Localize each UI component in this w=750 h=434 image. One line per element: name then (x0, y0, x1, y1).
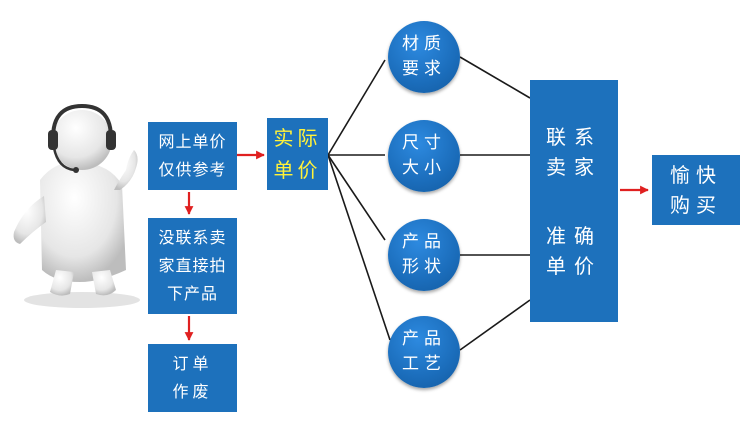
factor-shape-line-2: 形状 (402, 257, 446, 277)
order-void-line-1: 订单 (172, 354, 213, 373)
contact-seller-line-1: 联系 (546, 124, 602, 149)
contact-seller-group: 联系 卖家 (546, 122, 602, 182)
happy-purchase-line-1: 愉快 (670, 163, 722, 187)
happy-purchase-line-2: 购买 (670, 193, 722, 217)
no-contact-line-3: 下产品 (166, 284, 218, 303)
order-void-box: 订单 作废 (148, 344, 237, 412)
accurate-price-group: 准确 单价 (546, 221, 602, 281)
factor-craft-line-1: 产品 (402, 329, 446, 349)
actual-price-line-2: 单价 (273, 158, 322, 182)
accurate-price-line-1: 准确 (546, 223, 602, 248)
reference-price-box: 网上单价 仅供参考 (148, 122, 237, 190)
headset-figure-icon (13, 103, 140, 308)
factor-shape-line-1: 产品 (402, 232, 446, 252)
seller-price-box: 联系 卖家 准确 单价 (530, 80, 618, 322)
factor-size-line-2: 大小 (402, 158, 446, 178)
factor-material-line-2: 要求 (402, 59, 446, 79)
contact-seller-line-2: 卖家 (546, 154, 602, 179)
no-contact-line-2: 家直接拍 (158, 256, 227, 275)
accurate-price-line-2: 单价 (546, 253, 602, 278)
actual-price-box: 实际 单价 (267, 118, 328, 190)
reference-price-line-2: 仅供参考 (158, 160, 227, 179)
factor-material-line-1: 材质 (402, 34, 446, 54)
no-contact-line-1: 没联系卖 (158, 228, 227, 247)
factor-material-circle: 材质 要求 (388, 21, 460, 93)
reference-price-line-1: 网上单价 (158, 132, 227, 151)
happy-purchase-box: 愉快 购买 (652, 155, 740, 225)
order-void-line-2: 作废 (172, 382, 213, 401)
factor-shape-circle: 产品 形状 (388, 219, 460, 291)
actual-price-line-1: 实际 (273, 126, 322, 150)
factor-size-circle: 尺寸 大小 (388, 120, 460, 192)
factor-craft-line-2: 工艺 (402, 354, 446, 374)
factor-craft-circle: 产品 工艺 (388, 316, 460, 388)
factor-size-line-1: 尺寸 (402, 133, 446, 153)
no-contact-box: 没联系卖 家直接拍 下产品 (148, 218, 237, 314)
